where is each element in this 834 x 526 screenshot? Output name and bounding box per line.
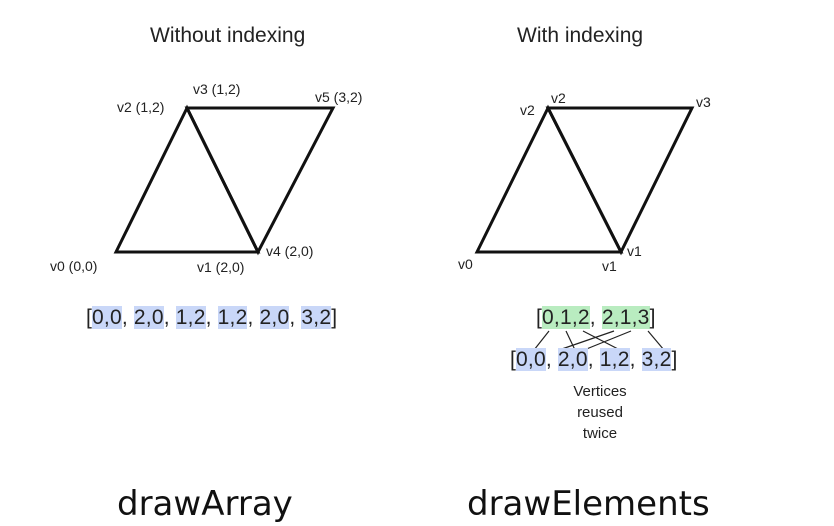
mapping-line: [565, 330, 576, 351]
array-item: 2,0: [133, 306, 164, 329]
right-triangle-1: [474, 104, 624, 254]
array-item: 0,0: [516, 348, 546, 371]
vertex-label-v1: v1: [602, 258, 617, 274]
array-item: 2,0: [557, 348, 588, 371]
array-close-bracket: ]: [671, 348, 678, 371]
array-item: 1,2: [175, 306, 206, 329]
caption-draw-array: drawArray: [117, 484, 293, 524]
array-item: 1,2: [217, 306, 248, 329]
vertex-label-v3: v3 (1,2): [193, 81, 241, 97]
vertex-label-v1: v1 (2,0): [197, 259, 245, 275]
right-vertex-array: [0,0, 2,0, 1,2, 3,2]: [510, 348, 678, 371]
mapping-line: [647, 330, 665, 351]
right-triangle-2: [545, 106, 695, 256]
vertex-label-v3: v3: [696, 94, 711, 110]
array-item: 2,0: [259, 306, 290, 329]
array-open-bracket: [: [86, 306, 93, 329]
array-open-bracket: [: [510, 348, 517, 371]
caption-draw-elements: drawElements: [467, 484, 710, 524]
vertex-label-v0: v0 (0,0): [50, 258, 98, 274]
array-open-bracket: [: [536, 306, 543, 329]
vertex-label-v2-second: v2: [551, 90, 566, 106]
mapping-line: [583, 330, 632, 351]
note-line: reused: [577, 404, 623, 421]
index-item: 2,1,3: [601, 306, 650, 329]
right-index-array: [0,1,2, 2,1,3]: [536, 306, 656, 329]
array-item: 3,2: [301, 306, 332, 329]
left-vertex-array: [0,0, 2,0, 1,2, 1,2, 2,0, 3,2]: [86, 306, 338, 329]
reuse-note: Vertices reused twice: [555, 381, 645, 444]
vertex-label-v0: v0: [458, 256, 473, 272]
vertex-label-v5: v5 (3,2): [315, 89, 363, 105]
right-title: With indexing: [517, 24, 644, 47]
array-close-bracket: ]: [649, 306, 656, 329]
mapping-line: [558, 330, 615, 351]
array-item: 1,2: [599, 348, 630, 371]
vertex-label-v1-second: v1: [627, 243, 642, 259]
mapping-line: [533, 330, 550, 351]
mapping-line: [582, 330, 621, 351]
vertex-label-v2: v2: [520, 102, 535, 118]
index-item: 0,1,2: [542, 306, 590, 329]
left-triangle-1: [113, 104, 261, 254]
note-line: twice: [582, 425, 618, 442]
left-title: Without indexing: [150, 24, 306, 47]
vertex-label-v4: v4 (2,0): [266, 243, 314, 259]
index-mapping-lines: [533, 330, 665, 351]
note-line: Vertices: [573, 383, 627, 400]
array-close-bracket: ]: [331, 306, 338, 329]
left-triangle-2: [184, 106, 336, 256]
vertex-label-v2: v2 (1,2): [117, 99, 165, 115]
array-item: 3,2: [641, 348, 672, 371]
array-item: 0,0: [92, 306, 122, 329]
